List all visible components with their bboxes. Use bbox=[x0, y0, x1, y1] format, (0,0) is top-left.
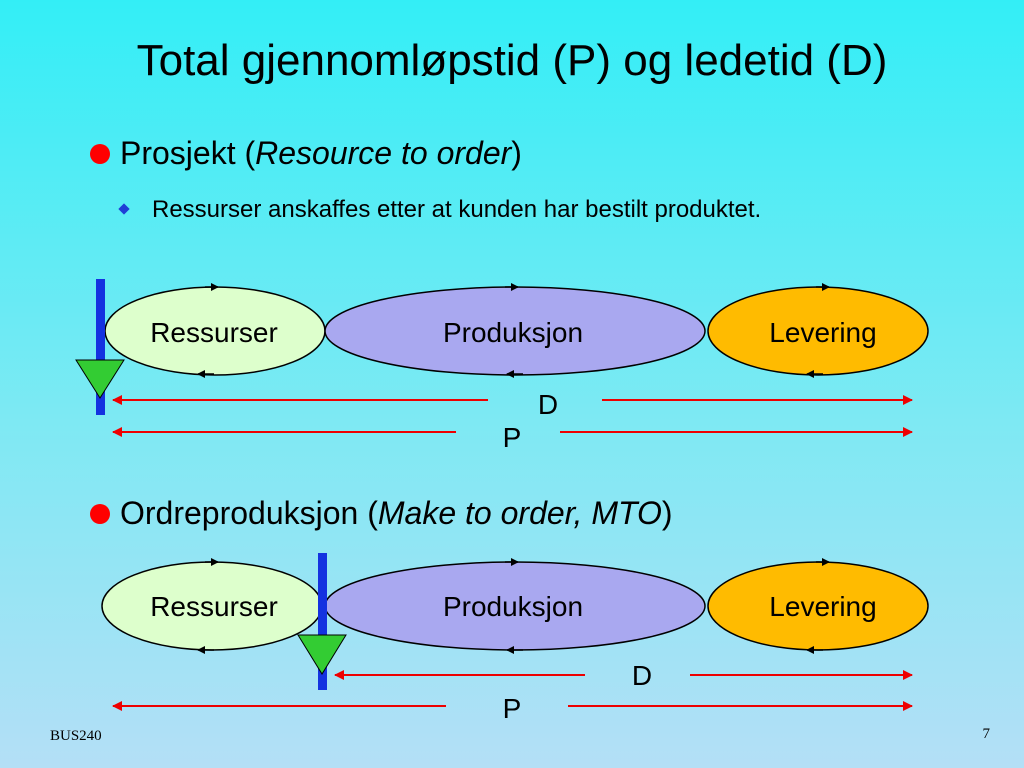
bullet-project: Prosjekt (Resource to order) bbox=[90, 135, 522, 172]
bullet-project-prefix: Prosjekt ( bbox=[120, 135, 256, 171]
footer-page-number: 7 bbox=[982, 726, 991, 742]
order-point-bar bbox=[318, 553, 327, 690]
order-triangle-icon bbox=[297, 634, 347, 675]
order-triangle-icon bbox=[75, 359, 125, 399]
page-title: Total gjennomløpstid (P) og ledetid (D) bbox=[136, 36, 888, 85]
label-levering: Levering bbox=[769, 591, 876, 622]
p-label: P bbox=[503, 422, 522, 453]
p-label: P bbox=[503, 693, 522, 724]
label-produksjon: Produksjon bbox=[443, 317, 583, 348]
bullet-mto-italic: Make to order, MTO bbox=[377, 495, 662, 531]
order-point-bar bbox=[96, 279, 105, 415]
subbullet-project: Ressurser anskaffes etter at kunden har … bbox=[118, 193, 860, 227]
bullet-project-italic: Resource to order bbox=[255, 135, 512, 171]
label-levering: Levering bbox=[769, 317, 876, 348]
subbullet-project-text: Ressurser anskaffes etter at kunden har … bbox=[152, 196, 762, 223]
label-ressurser: Ressurser bbox=[150, 591, 278, 622]
label-ressurser: Ressurser bbox=[150, 317, 278, 348]
d-label: D bbox=[632, 660, 652, 691]
footer-course: BUS240 bbox=[50, 728, 102, 744]
bullet-dot-icon bbox=[90, 503, 110, 524]
bullet-mto: Ordreproduksjon (Make to order, MTO) bbox=[90, 495, 673, 532]
diagram-project: Ressurser Produksjon Levering D P bbox=[75, 279, 929, 453]
bullet-project-suffix: ) bbox=[511, 135, 522, 171]
diagram-mto: Ressurser Produksjon Levering D P bbox=[101, 553, 929, 724]
bullet-mto-prefix: Ordreproduksjon ( bbox=[120, 495, 378, 531]
bullet-mto-suffix: ) bbox=[661, 495, 673, 531]
label-produksjon: Produksjon bbox=[443, 591, 583, 622]
d-label: D bbox=[538, 389, 558, 420]
bullet-dot-icon bbox=[90, 143, 110, 164]
